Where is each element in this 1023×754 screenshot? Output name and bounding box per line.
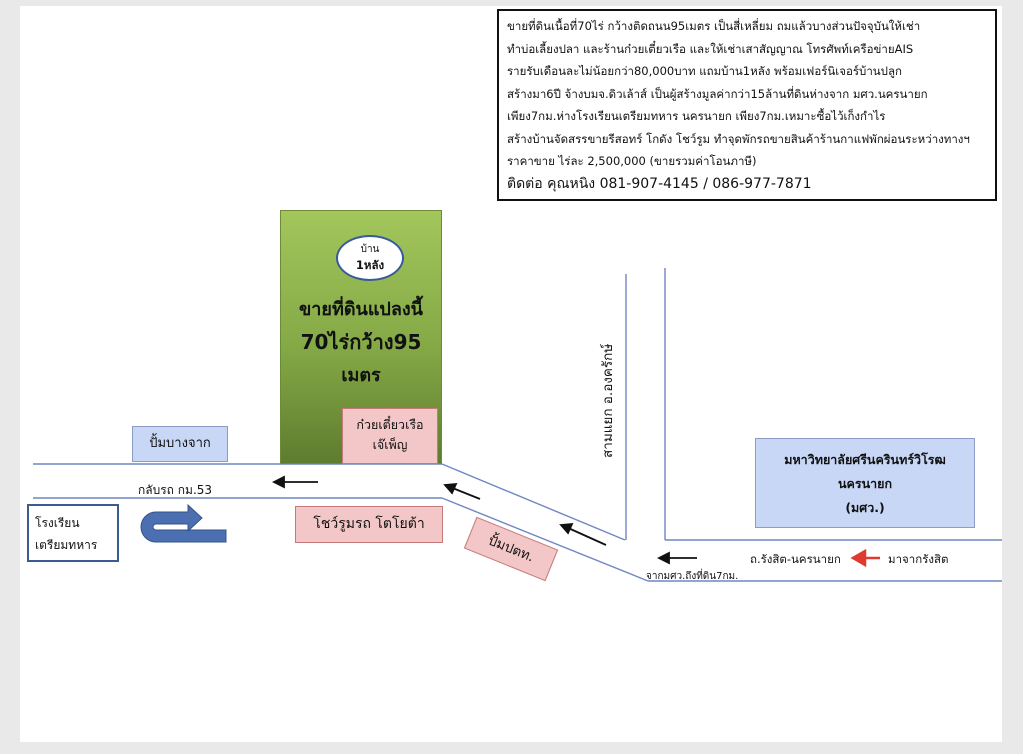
info-line-5: เพียง7กม.ห่างโรงเรียนเตรียมทหาร นครนายก …	[507, 109, 886, 123]
from-rangsit-text: มาจากรังสิต	[888, 552, 949, 566]
direction-arrow-2	[443, 482, 481, 500]
map-sheet: ขายที่ดินเนื้อที่70ไร่ กว้างติดถนน95เมตร…	[20, 6, 1002, 742]
university-line3: (มศว.)	[845, 500, 885, 515]
noodle-shop-line1: ก๋วยเตี๋ยวเรือ	[356, 417, 424, 432]
u-turn-km-label: กลับรถ กม.53	[138, 481, 212, 500]
distance-note-text: จากมศว.ถึงที่ดิน7กม.	[646, 571, 739, 582]
direction-arrow-4	[656, 551, 697, 565]
school-label: โรงเรียน เตรียมทหาร	[27, 504, 119, 562]
info-price-line: ราคาขาย ไร่ละ 2,500,000 (ขายรวมค่าโอนภาษ…	[507, 154, 757, 168]
info-line-2: ทำบ่อเลี้ยงปลา และร้านก๋วยเตี๋ยวเรือ และ…	[507, 41, 914, 56]
house-label-line1: บ้าน	[360, 244, 380, 255]
u-turn-icon	[140, 503, 227, 543]
plot-title: ขายที่ดินแปลงนี้ 70ไร่กว้าง95 เมตร	[281, 293, 441, 392]
junction-text: สามแยก อ.องครักษ์	[600, 343, 616, 458]
info-line-6: สร้างบ้านจัดสรรขายรีสอทร์ โกดัง โชว์รูม …	[507, 131, 970, 146]
highway-upper-edge-diagonal	[441, 463, 626, 541]
university-line2: นครนายก	[837, 476, 893, 491]
noodle-shop-line2: เจ๊เพ็ญ	[372, 437, 408, 452]
plot-title-line3: เมตร	[341, 365, 381, 386]
plot-title-line1: ขายที่ดินแปลงนี้	[299, 299, 423, 320]
junction-label: สามแยก อ.องครักษ์	[596, 308, 618, 458]
noodle-shop-label: ก๋วยเตี๋ยวเรือ เจ๊เพ็ญ	[342, 408, 438, 464]
plot-title-line2: 70ไร่กว้าง95	[300, 330, 422, 354]
school-line1: โรงเรียน	[35, 516, 80, 530]
property-info-box: ขายที่ดินเนื้อที่70ไร่ กว้างติดถนน95เมตร…	[497, 9, 997, 201]
direction-arrow-3	[559, 522, 607, 546]
university-line1: มหาวิทยาลัยศรีนครินทร์วิโรฒ	[784, 452, 946, 467]
direction-arrow-1	[271, 475, 318, 489]
info-line-3: รายรับเดือนละไม่น้อยกว่า80,000บาท แถมบ้า…	[507, 64, 902, 78]
road-name-label: ถ.รังสิต-นครนายก	[750, 551, 841, 569]
road-name-text: ถ.รังสิต-นครนายก	[750, 552, 841, 566]
info-line-4: สร้างมา6ปี จ้างบมจ.ดิวเล้าส์ เป็นผู้สร้า…	[507, 86, 928, 101]
ptt-station-text: ปั้มปตท.	[485, 532, 537, 566]
bangchak-station-label: ปั้มบางจาก	[132, 426, 228, 462]
house-oval-label: บ้าน 1หลัง	[336, 235, 404, 281]
road-map-layer	[33, 268, 1002, 582]
university-label: มหาวิทยาลัยศรีนครินทร์วิโรฒ นครนายก (มศว…	[755, 438, 975, 528]
info-contact-line: ติดต่อ คุณหนิง 081-907-4145 / 086-977-78…	[507, 175, 812, 192]
school-line2: เตรียมทหาร	[35, 538, 98, 552]
bangchak-station-text: ปั้มบางจาก	[149, 436, 211, 451]
house-label-line2: 1หลัง	[355, 258, 385, 272]
from-rangsit-label: มาจากรังสิต	[888, 551, 948, 569]
highway-lower-edge-diagonal	[441, 497, 649, 582]
red-arrow-icon	[850, 548, 880, 568]
distance-note-label: จากมศว.ถึงที่ดิน7กม.	[646, 569, 738, 584]
info-line-1: ขายที่ดินเนื้อที่70ไร่ กว้างติดถนน95เมตร…	[507, 19, 921, 33]
toyota-showroom-label: โชว์รูมรถ โตโยต้า	[295, 506, 443, 543]
u-turn-km-text: กลับรถ กม.53	[138, 483, 213, 497]
toyota-showroom-text: โชว์รูมรถ โตโยต้า	[313, 516, 425, 532]
